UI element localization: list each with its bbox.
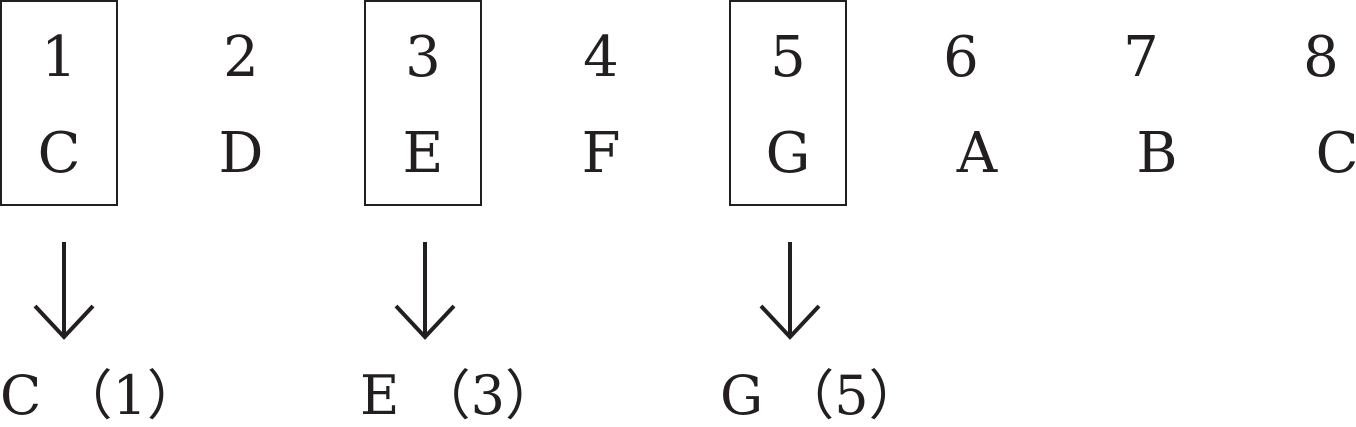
note-name: D bbox=[218, 121, 264, 186]
selected-box bbox=[364, 0, 482, 206]
note-name: A bbox=[956, 121, 998, 186]
degree-number: 8 bbox=[1303, 25, 1339, 90]
down-arrow-icon bbox=[393, 240, 457, 340]
scale-degree-4: 4 F bbox=[542, 0, 660, 206]
chord-tone-fifth: G （5） bbox=[720, 364, 923, 427]
note-name: C bbox=[1315, 121, 1356, 186]
note-name: B bbox=[1136, 121, 1178, 186]
down-arrow-icon bbox=[32, 240, 96, 340]
degree-number: 5 bbox=[770, 25, 806, 90]
scale-degree-1: 1 C bbox=[0, 0, 118, 206]
down-arrow-icon bbox=[758, 240, 822, 340]
degree-number: 6 bbox=[943, 25, 979, 90]
selected-box bbox=[729, 0, 847, 206]
degree-number: 7 bbox=[1123, 25, 1159, 90]
scale-degree-8: 8 C bbox=[1262, 0, 1356, 206]
degree-number: 3 bbox=[405, 25, 441, 90]
degree-number: 4 bbox=[583, 25, 619, 90]
note-name: G bbox=[765, 121, 811, 186]
scale-degree-3: 3 E bbox=[364, 0, 482, 206]
scale-degree-6: 6 A bbox=[902, 0, 1020, 206]
chord-tone-third: E （3） bbox=[360, 364, 559, 427]
note-name: F bbox=[581, 121, 621, 186]
chord-tone-root: C （1） bbox=[0, 364, 201, 427]
note-name: C bbox=[37, 121, 81, 186]
selected-box bbox=[0, 0, 118, 206]
scale-degree-5: 5 G bbox=[729, 0, 847, 206]
degree-number: 1 bbox=[41, 25, 77, 90]
scale-degree-2: 2 D bbox=[182, 0, 300, 206]
degree-number: 2 bbox=[223, 25, 259, 90]
scale-degree-7: 7 B bbox=[1082, 0, 1200, 206]
note-name: E bbox=[402, 121, 444, 186]
